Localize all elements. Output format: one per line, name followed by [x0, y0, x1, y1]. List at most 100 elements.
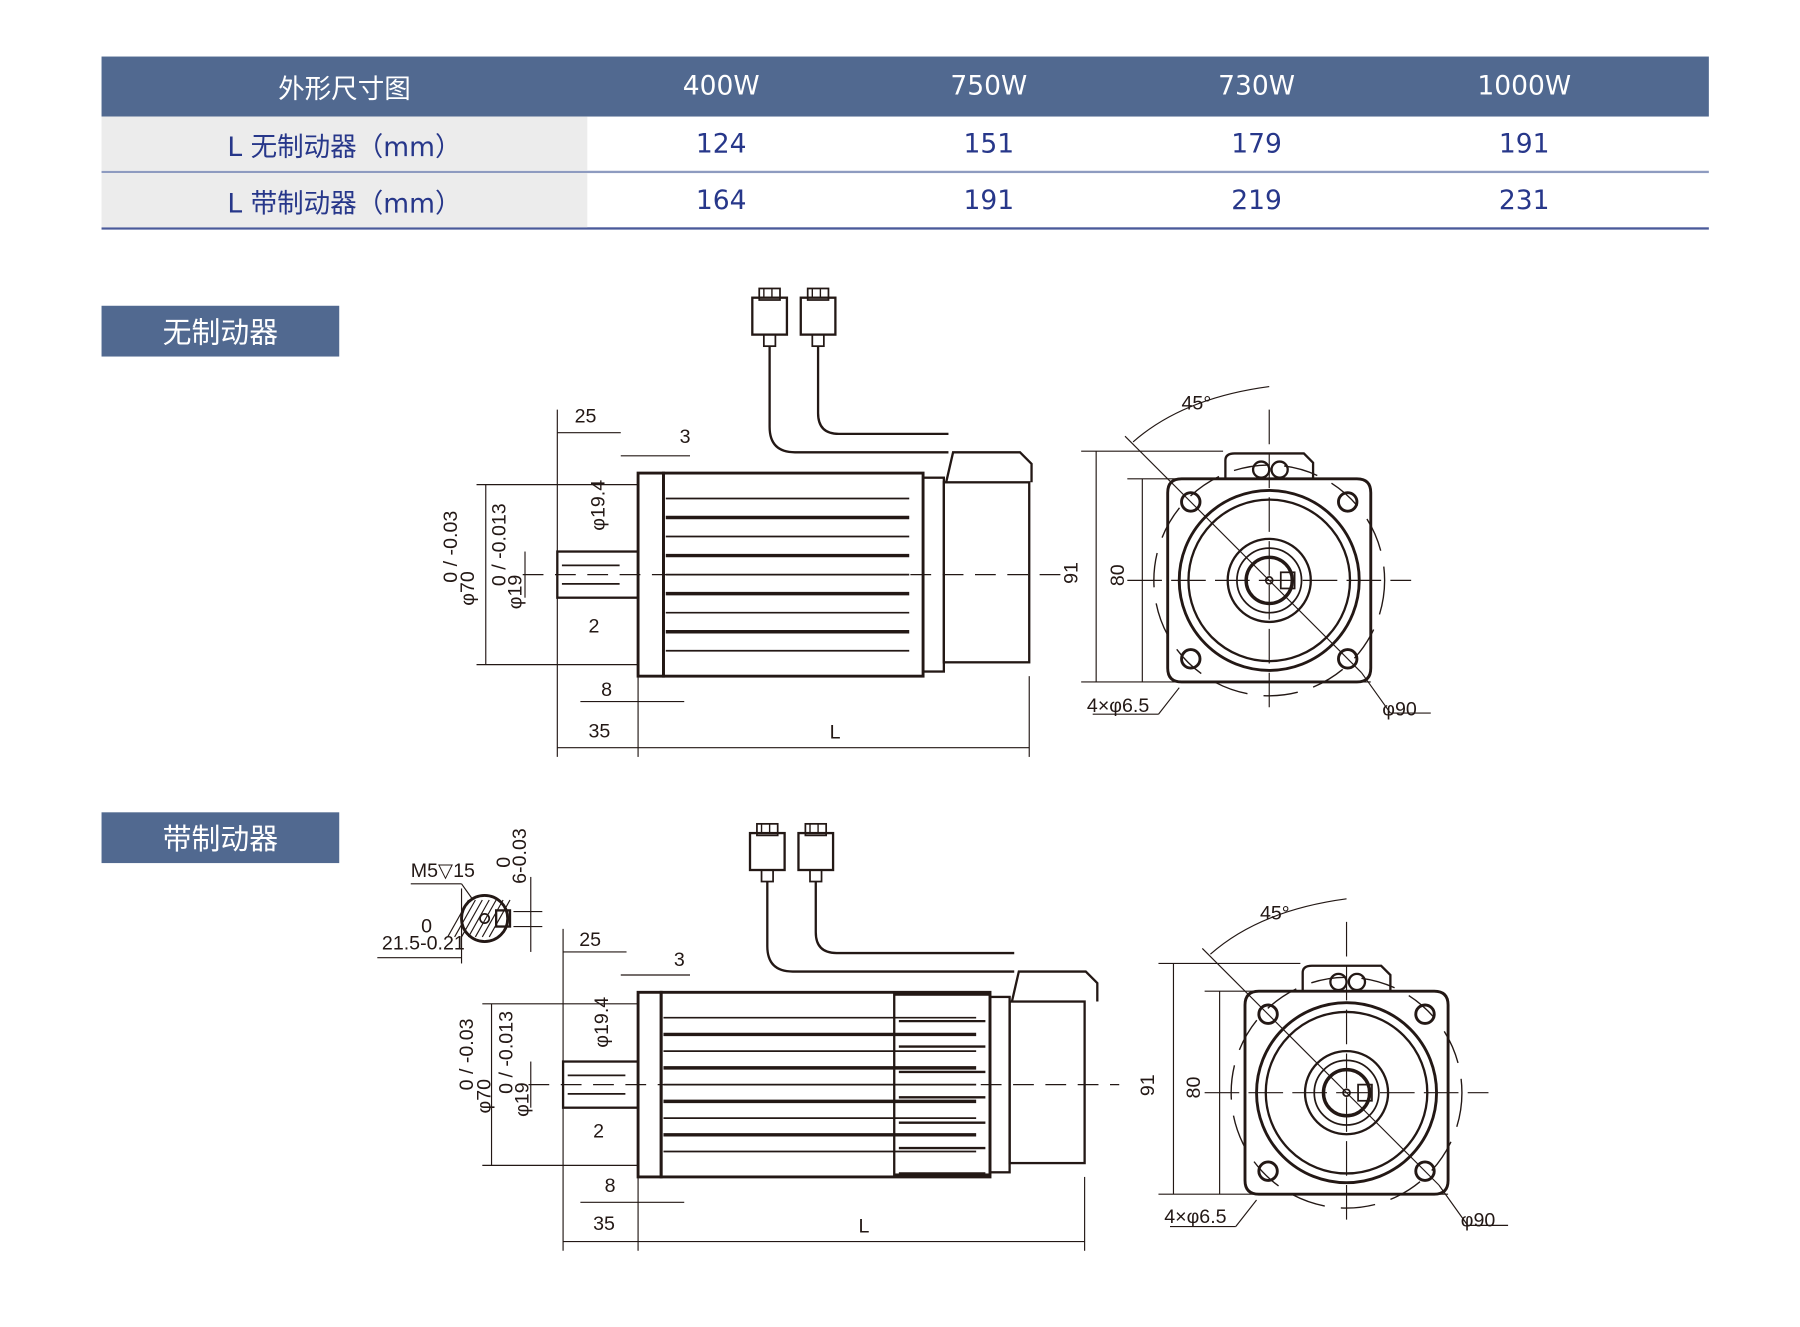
drawing-line [1201, 948, 1440, 1186]
section-label-no-brake: 无制动器 [101, 305, 340, 357]
drawing-line [1251, 460, 1271, 479]
hatch [467, 899, 490, 938]
side-view-no-brake-labels: 25 3 φ19.4 φ70 0 / -0.03 φ19 0 / -0.013 … [440, 405, 841, 743]
dim-45-deg: 45° [1260, 903, 1290, 925]
cable [766, 881, 1015, 973]
dim-phi19-4: φ19.4 [588, 480, 610, 531]
connector-tab [1224, 452, 1315, 479]
mounting-hole [1180, 491, 1202, 513]
connector-icon [804, 822, 828, 837]
dim-2: 2 [588, 615, 599, 637]
dim-80: 80 [1107, 564, 1129, 586]
angle-arc-45 [1210, 898, 1347, 955]
keyway-section-labels: M5▽15 21.5-0.21 0 6-0.03 0 [382, 828, 531, 954]
dim-holes: 4×φ6.5 [1164, 1206, 1226, 1228]
drawing-line [1270, 460, 1289, 479]
mounting-hole [1414, 1160, 1436, 1182]
header-400w: 400W [682, 71, 760, 102]
cell: 151 [963, 128, 1015, 159]
mounting-hole [1257, 1003, 1279, 1025]
encoder-connector-block [945, 451, 1033, 483]
cell: 164 [695, 185, 747, 216]
dim-3: 3 [680, 426, 691, 448]
row-label: L 带制动器（mm） [101, 173, 588, 228]
cell: 231 [1498, 185, 1550, 216]
dim-phi70-tol: 0 / -0.03 [440, 511, 462, 583]
dim-91: 91 [1061, 562, 1083, 584]
dim-8: 8 [605, 1175, 616, 1197]
dim-3: 3 [674, 949, 685, 971]
cable [768, 346, 949, 454]
dim-L: L [858, 1215, 869, 1237]
encoder-housing [1008, 1000, 1086, 1165]
table-row: L 无制动器（mm） 124 151 179 191 [101, 116, 1709, 174]
dim-25: 25 [579, 929, 601, 951]
drawing-line [461, 883, 474, 901]
hatch [481, 899, 504, 938]
dim-key-width-tol: 0 [493, 857, 515, 868]
dim-phi19-tol: 0 / -0.013 [488, 503, 510, 586]
angle-arc-45 [1132, 385, 1270, 443]
keyway-section [460, 893, 510, 943]
hatch [454, 899, 476, 938]
cable-sleeve [760, 869, 774, 883]
dimension-table: 外形尺寸图 400W 750W 730W 1000W L 无制动器（mm） 12… [101, 56, 1709, 230]
table-header: 外形尺寸图 400W 750W 730W 1000W [101, 56, 1709, 117]
dim-35: 35 [588, 720, 610, 742]
encoder-connector-block [1010, 970, 1099, 1002]
mounting-hole [1337, 648, 1359, 670]
dim-phi70-tol: 0 / -0.03 [456, 1018, 478, 1090]
hatch [447, 899, 469, 938]
drawing-line [1347, 972, 1367, 992]
dim-8: 8 [601, 679, 612, 701]
dim-80: 80 [1183, 1077, 1205, 1099]
cable [814, 881, 1015, 955]
connector-icon [758, 287, 781, 301]
cell: 191 [963, 185, 1015, 216]
cable [816, 346, 949, 436]
dim-91: 91 [1137, 1074, 1159, 1096]
section-label-with-brake: 带制动器 [101, 812, 340, 864]
dim-25: 25 [575, 405, 597, 427]
dim-key-width: 6-0.03 [509, 828, 531, 884]
encoder-housing [942, 481, 1031, 664]
front-view-no-brake-labels: 91 80 45° 4×φ6.5 φ90 [1061, 393, 1417, 721]
dim-phi90: φ90 [1461, 1210, 1496, 1232]
dim-phi70: φ70 [473, 1079, 495, 1114]
hatch [474, 899, 497, 938]
cell: 219 [1231, 185, 1282, 216]
drawing-line [1124, 435, 1362, 674]
connector-icon [748, 831, 786, 872]
drawing-line [1158, 687, 1180, 715]
dim-phi19: φ19 [505, 575, 527, 610]
cell: 124 [695, 128, 747, 159]
mounting-hole [1180, 648, 1202, 670]
dim-2: 2 [593, 1121, 604, 1143]
cable-sleeve [762, 333, 777, 348]
drawing-line [1361, 672, 1391, 714]
header-730w: 730W [1218, 71, 1295, 102]
connector-icon [806, 287, 830, 301]
dim-phi90: φ90 [1382, 698, 1417, 720]
dim-phi19-tol: 0 / -0.013 [495, 1011, 517, 1094]
dim-35: 35 [593, 1213, 615, 1235]
connector-tab [1301, 964, 1392, 992]
mounting-hole [1257, 1160, 1279, 1182]
header-1000w: 1000W [1477, 71, 1572, 102]
dim-holes: 4×φ6.5 [1087, 695, 1149, 717]
hatch [488, 899, 511, 938]
dim-keyway-height: 21.5-0.21 [382, 933, 465, 955]
connector-icon [797, 831, 835, 872]
dim-m5-thread: M5▽15 [411, 860, 475, 882]
connector-icon [799, 296, 837, 336]
dim-keyway-height-tol: 0 [421, 915, 432, 937]
row-label: L 无制动器（mm） [101, 116, 588, 171]
connector-icon [751, 296, 789, 336]
cell: 179 [1231, 128, 1282, 159]
drawing-line [1438, 1184, 1469, 1226]
dim-phi70: φ70 [457, 571, 479, 606]
cell: 191 [1498, 128, 1550, 159]
header-750w: 750W [950, 71, 1028, 102]
dim-45-deg: 45° [1182, 393, 1212, 415]
